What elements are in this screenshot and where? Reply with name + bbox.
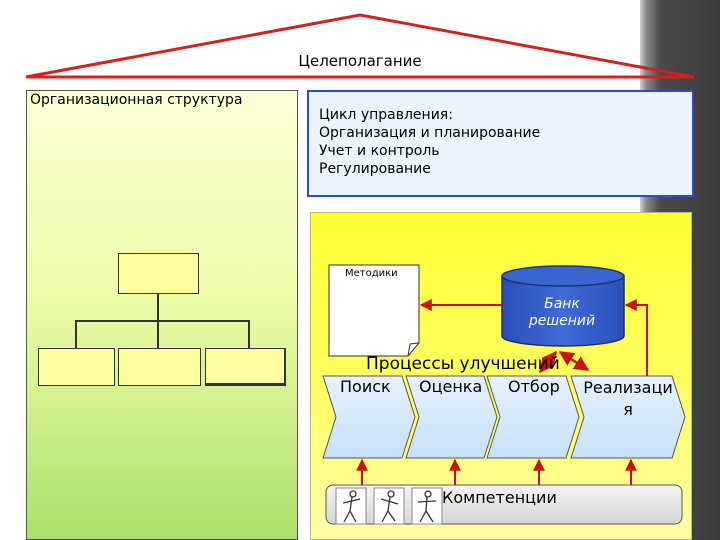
org-chart-child-box xyxy=(118,348,201,386)
stage-chevron-realization xyxy=(570,375,686,459)
org-chart-top-box xyxy=(118,253,199,294)
stage-label-select: Отбор xyxy=(508,377,560,396)
methods-document-icon xyxy=(328,264,420,357)
org-structure-title: Организационная структура xyxy=(30,92,243,108)
stage-chevron-evaluate xyxy=(405,375,498,459)
org-structure-panel xyxy=(26,90,298,540)
goal-setting-label: Целеполагание xyxy=(298,52,422,70)
realization-to-bank-arrow xyxy=(624,299,648,385)
stage-chevron-select xyxy=(486,375,580,459)
management-cycle-line: Учет и контроль xyxy=(319,143,440,159)
org-chart-connector xyxy=(75,320,77,348)
org-chart-connector xyxy=(75,320,250,322)
stage-label-search: Поиск xyxy=(340,377,391,396)
solution-bank-label: Банк решений xyxy=(512,296,612,330)
improvement-process-title: Процессы улучшений xyxy=(366,354,560,374)
org-chart-connector xyxy=(248,320,250,348)
solution-bank-line: решений xyxy=(528,313,596,329)
competencies-label: Компетенции xyxy=(442,488,557,507)
org-chart-connector xyxy=(157,320,159,348)
bank-selection-arrow xyxy=(539,350,557,374)
org-chart-connector xyxy=(157,294,159,320)
org-chart-child-box xyxy=(205,348,286,386)
management-cycle-box: Цикл управления: Организация и планирова… xyxy=(307,90,694,197)
bank-selection-arrow xyxy=(558,350,590,372)
solution-bank-top xyxy=(501,265,625,287)
solution-bank-cylinder xyxy=(501,276,625,347)
person-icon xyxy=(342,490,361,523)
management-cycle-line: Цикл управления: xyxy=(319,107,453,123)
person-icon xyxy=(417,490,437,523)
stage-label-evaluate: Оценка xyxy=(419,377,483,396)
org-chart-child-box xyxy=(38,348,115,386)
stage-label-realization: Реализаци я xyxy=(580,377,676,421)
goal-setting-roof xyxy=(25,13,695,79)
stage-chevron-search xyxy=(322,375,416,459)
person-icon xyxy=(380,490,399,523)
management-cycle-line: Организация и планирование xyxy=(319,125,541,141)
document-fold xyxy=(407,342,420,357)
methods-label: Методики xyxy=(345,268,398,279)
realization-line: я xyxy=(623,400,633,419)
solution-bank-line: Банк xyxy=(544,296,580,312)
realization-line: Реализаци xyxy=(583,378,673,397)
management-cycle-line: Регулирование xyxy=(319,161,431,177)
